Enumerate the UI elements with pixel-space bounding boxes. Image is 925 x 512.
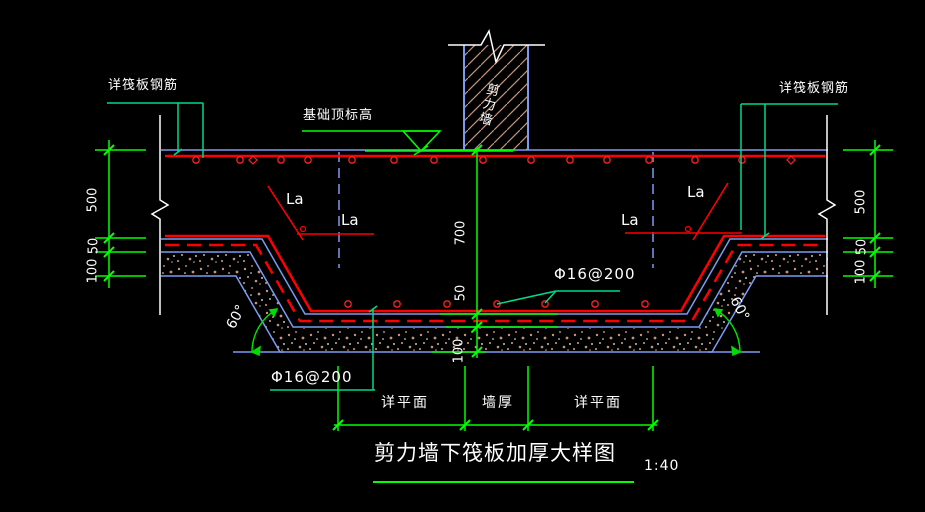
dim-bottom-left-plan: 详平面: [381, 395, 429, 411]
cushion-speckle-band: [161, 253, 828, 351]
wall-break-line: [448, 28, 545, 65]
la-label-lower-right: La: [621, 211, 639, 229]
dim-center-100: 100: [451, 338, 467, 364]
elevation-marker: [302, 130, 513, 156]
angle-annotations: [250, 308, 742, 357]
added-rebar-dashed: [165, 243, 825, 323]
bent-bar-left: [267, 185, 304, 241]
bent-bar-right: [692, 182, 729, 241]
rebar-lines: [165, 154, 825, 323]
dimension-right: [843, 140, 893, 288]
rebar-section-circles: [192, 155, 796, 308]
la-label-upper-left: La: [286, 190, 304, 208]
rebar-spec-bottom: Φ16@200: [271, 368, 353, 386]
dimension-bottom: [332, 366, 659, 431]
drawing-title: 剪力墙下筏板加厚大样图: [374, 441, 616, 465]
dimension-left: [95, 140, 146, 288]
dim-left-50: 50: [86, 237, 102, 255]
dim-left-100: 100: [85, 258, 101, 284]
dim-right-100: 100: [853, 259, 869, 285]
bottom-rebar: [165, 234, 825, 313]
bar-end-diamonds: [248, 155, 796, 165]
dim-bottom-right-plan: 详平面: [574, 395, 622, 411]
dim-right-50: 50: [854, 238, 870, 256]
la-label-upper-right: La: [687, 183, 705, 201]
la-label-lower-left: La: [341, 211, 359, 229]
rebar-note-left: 详筏板钢筋: [108, 78, 179, 93]
dim-left-500: 500: [85, 187, 101, 213]
leader-lines: [107, 102, 838, 391]
dim-bottom-wall-thickness: 墙厚: [482, 395, 514, 411]
dim-right-500: 500: [853, 189, 869, 215]
right-edge-break: [817, 115, 837, 315]
elevation-note: 基础顶标高: [303, 108, 374, 123]
left-edge-break: [150, 115, 170, 315]
dim-center-50: 50: [453, 284, 469, 302]
break-lines: [150, 115, 837, 315]
dimension-center: [430, 144, 558, 358]
rebar-spec-mid: Φ16@200: [554, 265, 636, 283]
rebar-note-right: 详筏板钢筋: [779, 81, 850, 96]
shear-wall: [448, 28, 545, 150]
dim-center-700: 700: [453, 220, 469, 246]
drawing-scale: 1:40: [644, 458, 680, 474]
